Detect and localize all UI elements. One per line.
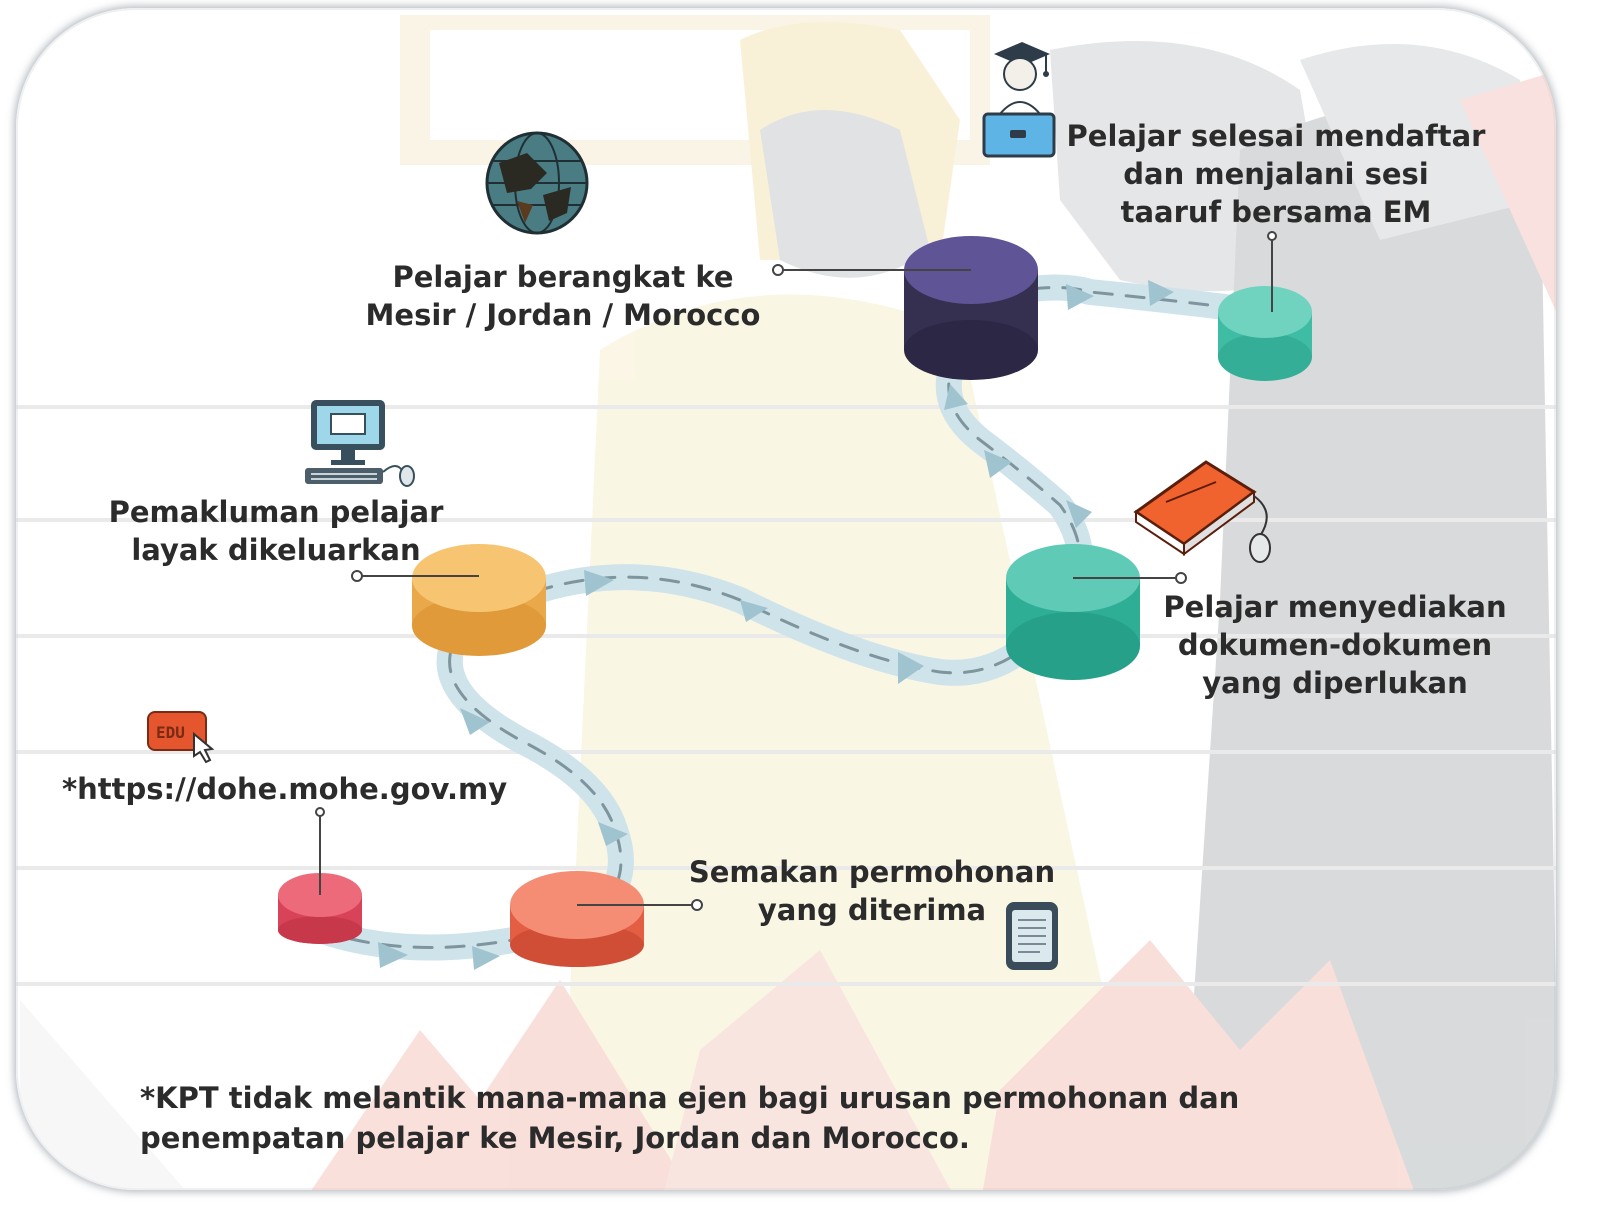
arrow-head [472,946,500,970]
arrow-head [584,570,614,596]
step-node-register [1218,231,1312,381]
step-text: Pelajar menyediakan [1163,590,1507,624]
arrow-head [944,384,968,410]
background-scene [16,15,1556,1190]
step-text: dokumen-dokumen [1177,628,1493,662]
step-text: *https://dohe.mohe.gov.my [62,772,508,806]
arrow-head [1066,500,1092,528]
book-mouse-icon [1133,460,1271,563]
step-text: Pelajar berangkat ke [392,260,734,294]
step-text: layak dikeluarkan [131,533,421,567]
step-text: yang diterima [757,893,987,927]
arrow-head [984,450,1012,478]
step-text: yang diperlukan [1202,666,1468,700]
step-text: Mesir / Jordan / Morocco [365,298,761,332]
step-label-docs: Pelajar menyediakan dokumen-dokumen yang… [1150,588,1520,702]
step-node-check [510,871,703,967]
step-text: dan menjalani sesi [1123,157,1429,191]
arrow-head [898,652,924,684]
graduate-laptop-icon [982,42,1056,158]
arrow-head [740,600,768,622]
step-node-url [278,807,362,944]
step-label-register: Pelajar selesai mendaftar dan menjalani … [1058,117,1494,231]
step-node-notify [351,544,546,656]
arrow-head [460,708,490,735]
tablet-icon [1006,902,1058,970]
step-text: Pelajar selesai mendaftar [1066,119,1486,153]
globe-icon [485,131,589,235]
step-label-check: Semakan permohonan yang diterima [680,853,1064,929]
edu-click-icon: EDU [147,711,215,764]
arrow-head [1148,280,1174,306]
step-text: Pemakluman pelajar [108,495,444,529]
step-node-depart [772,236,1038,380]
arrow-head [378,942,408,968]
computer-icon [305,400,415,487]
step-label-notify: Pemakluman pelajar layak dikeluarkan [96,493,456,569]
footnote: *KPT tidak melantik mana-mana ejen bagi … [140,1078,1239,1158]
svg-text:EDU: EDU [156,723,185,742]
footnote-line: *KPT tidak melantik mana-mana ejen bagi … [140,1081,1240,1115]
path-arrows [378,280,1174,970]
step-node-docs [1006,544,1187,680]
step-text: taaruf bersama EM [1120,195,1432,229]
footnote-line: penempatan pelajar ke Mesir, Jordan dan … [140,1121,970,1155]
step-label-url: *https://dohe.mohe.gov.my [62,770,507,808]
arrow-head [1066,284,1094,310]
step-label-depart: Pelajar berangkat ke Mesir / Jordan / Mo… [348,258,778,334]
step-text: Semakan permohonan [688,855,1056,889]
arrow-head [598,822,628,846]
